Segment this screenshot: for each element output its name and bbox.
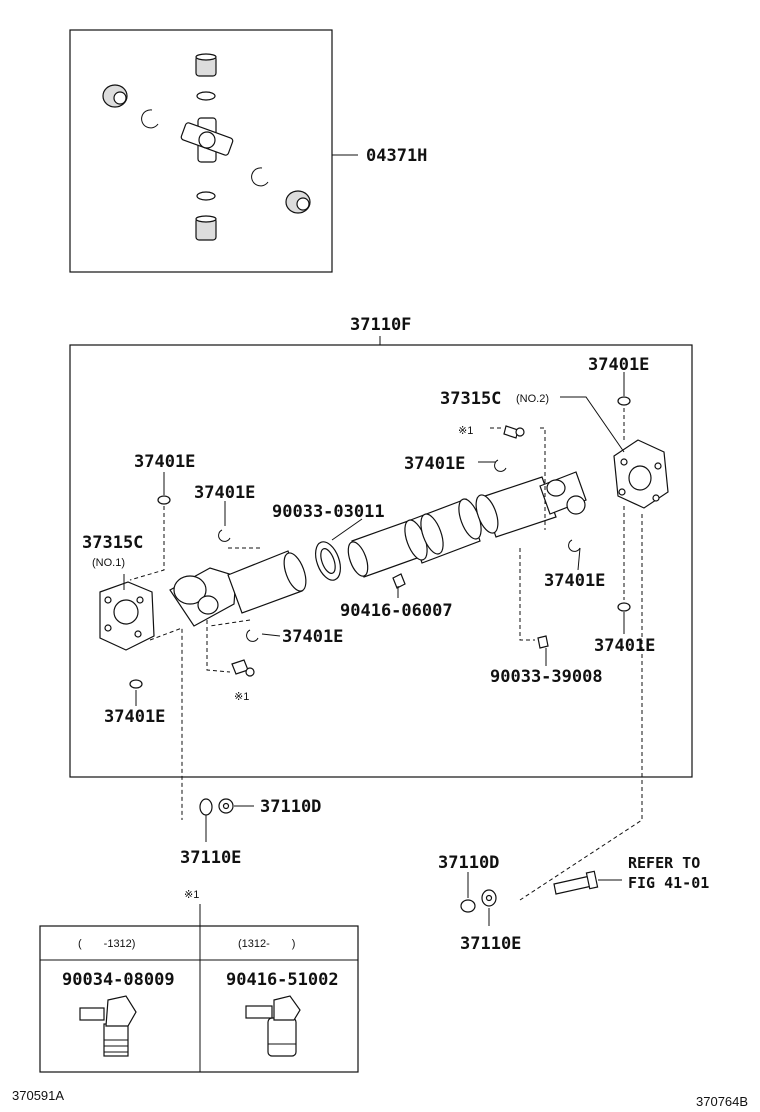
- label-clip-mid-right: 37401E: [404, 454, 465, 474]
- bolt-assembly-right: [460, 870, 599, 913]
- label-clip-left-bottom: 37401E: [104, 707, 165, 727]
- label-clip-right-low: 37401E: [544, 571, 605, 591]
- nut-washer-left: [199, 798, 234, 816]
- variants-table: [39, 925, 359, 1073]
- footer-left-code: 370591A: [12, 1088, 64, 1103]
- spider-kit-label: 04371H: [366, 146, 427, 166]
- flange-no1: [99, 581, 155, 651]
- label-clip-top-right: 37401E: [588, 355, 649, 375]
- label-nut-right: 37110D: [438, 853, 499, 873]
- fitting-variant-1: [79, 995, 137, 1057]
- label-nut-left: 37110D: [260, 797, 321, 817]
- spider-kit-box: [69, 29, 333, 273]
- snap-clips: [129, 396, 631, 689]
- refer-line-1: REFER TO: [628, 854, 700, 872]
- universal-joint-spider-kit: [102, 53, 311, 241]
- label-clip-left-low: 37401E: [282, 627, 343, 647]
- table-marker: ※1: [184, 889, 199, 901]
- footer-right-code: 370764B: [696, 1094, 748, 1109]
- grease-fittings: [231, 425, 549, 677]
- label-clip-left-top: 37401E: [134, 452, 195, 472]
- label-washer-right: 37110E: [460, 934, 521, 954]
- label-marker-top: ※1: [458, 425, 473, 437]
- fitting-variant-2: [245, 995, 301, 1057]
- flange-no2: [613, 439, 669, 509]
- label-ring-part: 90033-03011: [272, 502, 385, 522]
- refer-line-2: FIG 41-01: [628, 874, 709, 892]
- label-fitting-right: 90033-39008: [490, 667, 603, 687]
- table-col1-header: ( -1312): [78, 938, 135, 950]
- label-flange-no1-note: (NO.1): [92, 557, 125, 569]
- label-washer-left: 37110E: [180, 848, 241, 868]
- label-flange-no1: 37315C: [82, 533, 143, 553]
- label-nipple-center: 90416-06007: [340, 601, 453, 621]
- propeller-shaft: [169, 471, 587, 627]
- table-col2-part: 90416-51002: [226, 970, 339, 990]
- label-marker-left: ※1: [234, 691, 249, 703]
- table-col1-part: 90034-08009: [62, 970, 175, 990]
- label-flange-no2-note: (NO.2): [516, 393, 549, 405]
- shaft-assembly-box: [69, 344, 693, 778]
- label-clip-left-mid: 37401E: [194, 483, 255, 503]
- table-col2-header: (1312- ): [238, 938, 295, 950]
- label-clip-right-bottom: 37401E: [594, 636, 655, 656]
- assembly-label: 37110F: [350, 315, 411, 335]
- label-flange-no2: 37315C: [440, 389, 501, 409]
